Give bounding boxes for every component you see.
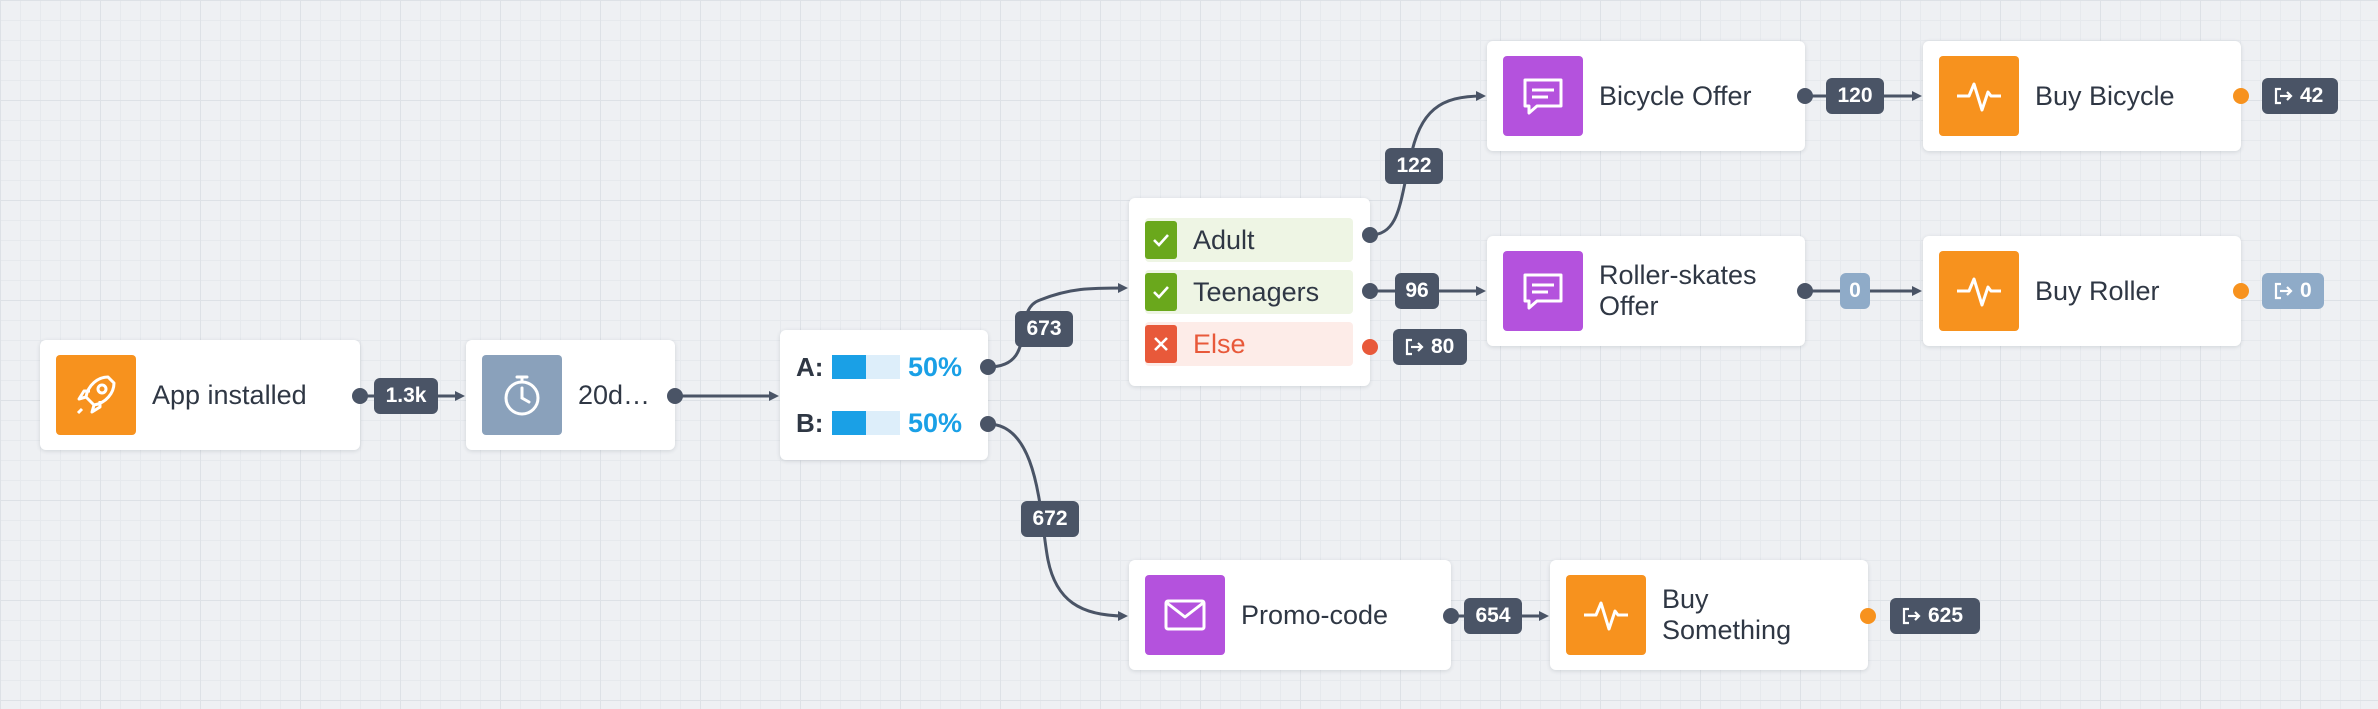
split-bar-fill	[832, 411, 866, 435]
split-branch-a: A: 50%	[796, 347, 962, 387]
connector-split-a-to-segments	[987, 283, 1128, 369]
output-port[interactable]	[1797, 283, 1813, 299]
node-label: Buy Something	[1662, 584, 1792, 645]
close-icon	[1145, 325, 1177, 363]
output-port-a[interactable]	[980, 359, 996, 375]
exit-count-badge: 42	[2262, 78, 2338, 114]
activity-pulse-icon	[1939, 56, 2019, 136]
chat-message-icon	[1503, 56, 1583, 136]
segment-row-teenagers[interactable]: Teenagers	[1145, 270, 1353, 314]
output-port[interactable]	[1797, 88, 1813, 104]
split-percent: 50%	[908, 351, 963, 382]
count-badge: 0	[1840, 273, 1870, 309]
segment-label: Else	[1193, 328, 1246, 359]
split-branch-b: B: 50%	[796, 403, 962, 443]
check-icon	[1145, 273, 1177, 311]
node-delay[interactable]: 20d…	[466, 340, 675, 450]
output-port[interactable]	[2233, 88, 2249, 104]
segment-row-adult[interactable]: Adult	[1145, 218, 1353, 262]
output-port-teenagers[interactable]	[1362, 283, 1378, 299]
chat-message-icon	[1503, 251, 1583, 331]
split-bar	[832, 411, 900, 435]
exit-icon	[2274, 282, 2293, 300]
count-badge: 1.3k	[374, 378, 438, 414]
node-promo-code[interactable]: Promo-code	[1129, 560, 1451, 670]
node-buy-bicycle[interactable]: Buy Bicycle	[1923, 41, 2241, 151]
split-key: A:	[796, 351, 824, 382]
output-port-adult[interactable]	[1362, 227, 1378, 243]
output-port-else[interactable]	[1362, 339, 1378, 355]
node-bicycle-offer[interactable]: Bicycle Offer	[1487, 41, 1805, 151]
split-bar	[832, 355, 900, 379]
exit-count-badge: 0	[2262, 273, 2324, 309]
node-ab-split[interactable]: A: 50% B: 50%	[780, 330, 988, 460]
node-label: Buy Bicycle	[2035, 80, 2175, 111]
node-label: Bicycle Offer	[1599, 80, 1752, 111]
segment-label: Teenagers	[1193, 276, 1320, 307]
output-port-b[interactable]	[980, 416, 996, 432]
node-label: Buy Roller	[2035, 275, 2160, 306]
output-port[interactable]	[352, 388, 368, 404]
count-badge: 120	[1826, 78, 1884, 114]
output-port[interactable]	[667, 388, 683, 404]
count-badge: 672	[1021, 501, 1079, 537]
activity-pulse-icon	[1566, 575, 1646, 655]
exit-icon	[2274, 87, 2293, 105]
node-buy-something[interactable]: Buy Something	[1550, 560, 1868, 670]
node-segment-condition[interactable]: Adult Teenagers Else	[1129, 198, 1370, 386]
exit-count-badge: 625	[1890, 598, 1980, 634]
exit-count: 0	[2300, 279, 2312, 302]
exit-count: 625	[1928, 604, 1964, 627]
stopwatch-icon	[482, 355, 562, 435]
activity-pulse-icon	[1939, 251, 2019, 331]
output-port[interactable]	[1860, 608, 1876, 624]
split-bar-fill	[832, 355, 866, 379]
exit-icon	[1405, 338, 1424, 356]
node-buy-roller[interactable]: Buy Roller	[1923, 236, 2241, 346]
node-roller-offer[interactable]: Roller-skates Offer	[1487, 236, 1805, 346]
split-percent: 50%	[908, 407, 963, 438]
exit-count-badge: 80	[1393, 329, 1467, 365]
split-key: B:	[796, 407, 824, 438]
envelope-icon	[1145, 575, 1225, 655]
count-badge: 673	[1015, 311, 1073, 347]
output-port[interactable]	[1443, 608, 1459, 624]
count-badge: 122	[1385, 148, 1443, 184]
node-label: 20d…	[578, 379, 651, 410]
node-app-installed[interactable]: App installed	[40, 340, 360, 450]
check-icon	[1145, 221, 1177, 259]
count-badge: 654	[1464, 598, 1522, 634]
node-label: App installed	[152, 379, 307, 410]
node-label: Promo-code	[1241, 599, 1389, 630]
output-port[interactable]	[2233, 283, 2249, 299]
exit-icon	[1902, 607, 1921, 625]
node-label: Roller-skates Offer	[1599, 260, 1757, 321]
segment-label: Adult	[1193, 224, 1255, 255]
rocket-icon	[56, 355, 136, 435]
count-badge: 96	[1395, 273, 1439, 309]
exit-count: 42	[2300, 84, 2324, 107]
segment-row-else[interactable]: Else	[1145, 322, 1353, 366]
exit-count: 80	[1431, 335, 1455, 358]
connector-split-b-to-promo	[987, 422, 1128, 621]
